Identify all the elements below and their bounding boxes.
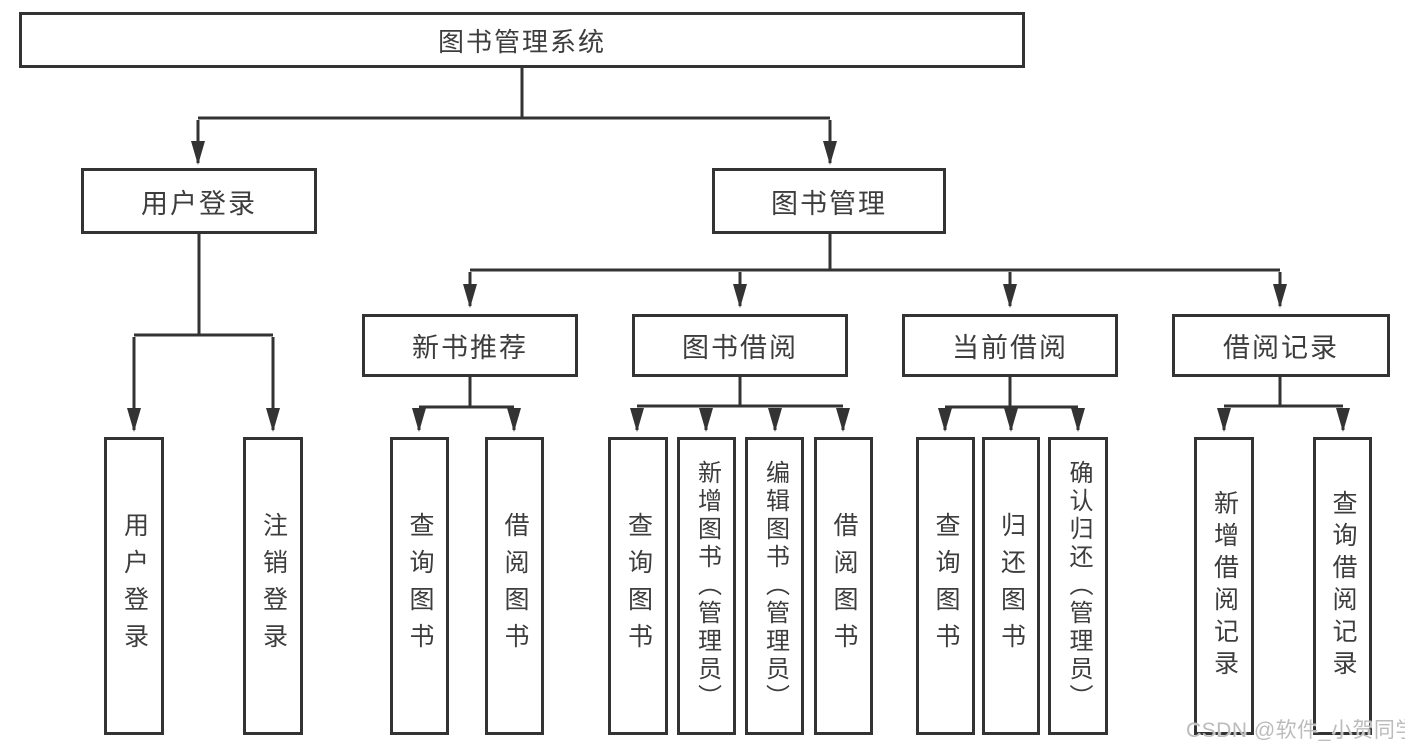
node-book-borrow-label: 图书借阅 (682, 333, 798, 363)
leaf-return-book: 归还图书 (982, 437, 1040, 735)
leaf-borrow-book-1: 借阅图书 (485, 437, 544, 735)
leaf-add-borrow-record: 新增借阅记录 (1194, 437, 1254, 735)
leaf-query-book-2: 查询图书 (608, 437, 668, 735)
watermark: CSDN @软件_小贺同学 (1186, 719, 1405, 742)
leaf-edit-book-admin: 编辑图书（管理员） (745, 437, 804, 735)
node-book-management: 图书管理 (712, 168, 946, 234)
node-current-borrow-label: 当前借阅 (952, 333, 1068, 363)
node-borrow-records-label: 借阅记录 (1223, 333, 1339, 363)
leaf-add-book-admin: 新增图书（管理员） (677, 437, 736, 735)
leaf-logout: 注销登录 (243, 437, 303, 735)
leaf-confirm-return-admin: 确认归还（管理员） (1048, 437, 1108, 735)
node-book-borrow: 图书借阅 (632, 314, 848, 377)
node-user-login: 用户登录 (81, 168, 317, 234)
node-root-label: 图书管理系统 (437, 26, 606, 57)
node-current-borrow: 当前借阅 (902, 314, 1118, 377)
node-borrow-records: 借阅记录 (1172, 314, 1390, 377)
node-new-book-recommend: 新书推荐 (362, 314, 578, 377)
leaf-query-borrow-record: 查询借阅记录 (1313, 437, 1372, 735)
leaf-query-book-1: 查询图书 (390, 437, 449, 735)
leaf-borrow-book-2: 借阅图书 (814, 437, 873, 735)
node-root: 图书管理系统 (19, 12, 1025, 68)
node-book-management-label: 图书管理 (771, 188, 887, 219)
node-new-book-recommend-label: 新书推荐 (412, 333, 528, 363)
leaf-user-login: 用户登录 (104, 437, 164, 735)
leaf-query-book-3: 查询图书 (916, 437, 975, 735)
node-user-login-label: 用户登录 (141, 188, 257, 219)
